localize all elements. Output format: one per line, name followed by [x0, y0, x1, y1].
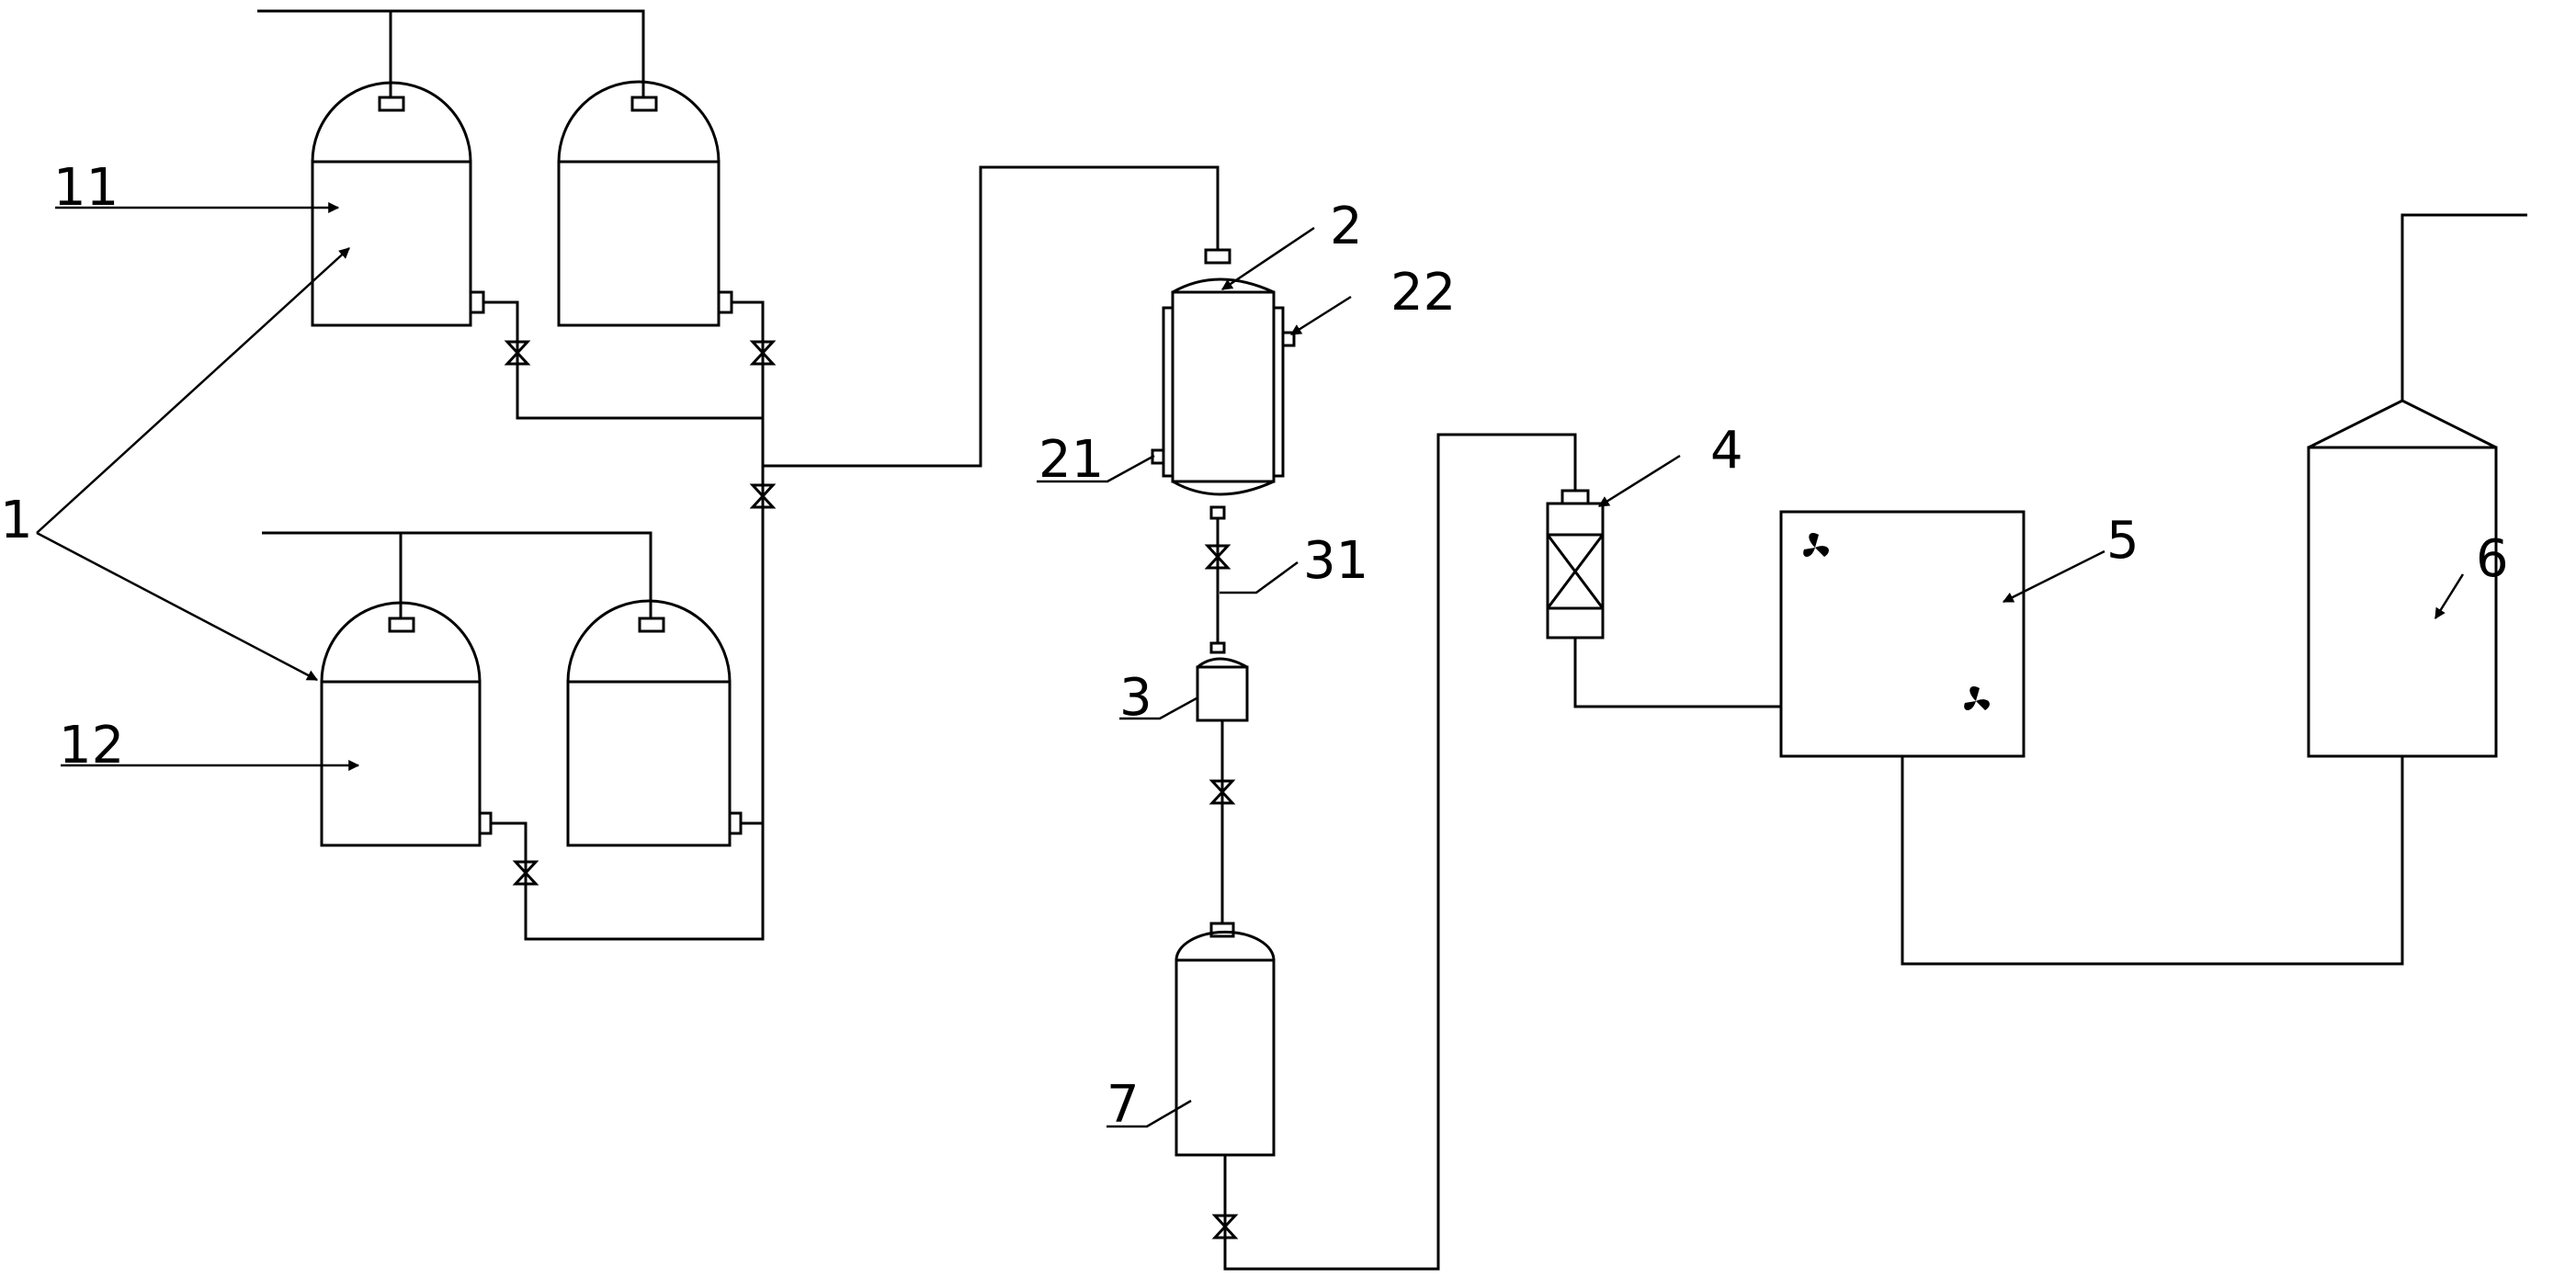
label-5: 5 — [2106, 511, 2139, 571]
label-22: 22 — [1390, 263, 1456, 323]
storage-tank — [311, 81, 472, 327]
packed-column-4 — [1546, 489, 1605, 640]
settling-tank-6 — [2307, 213, 2527, 758]
top-feed-pipe-11 — [257, 9, 645, 97]
storage-tank — [566, 599, 732, 847]
tank-group-12 — [262, 531, 763, 886]
label-6: 6 — [2476, 529, 2509, 589]
mixing-tank-5 — [1779, 510, 2026, 758]
outlet-nozzle — [478, 811, 493, 835]
fan-icon — [1803, 532, 1829, 557]
label-11: 11 — [53, 158, 119, 218]
label-7: 7 — [1106, 1075, 1140, 1135]
receiver-vessel-3 — [1196, 641, 1249, 722]
inlet-nozzle — [388, 617, 415, 633]
collector-pipe — [491, 300, 765, 941]
outlet-nozzle — [717, 290, 733, 314]
pipe-4-to-5 — [1573, 638, 1781, 708]
inlet-nozzle — [630, 96, 658, 112]
jacket-outlet-nozzle — [1281, 331, 1296, 347]
label-12: 12 — [59, 716, 124, 775]
storage-vessel-7 — [1175, 922, 1276, 1157]
label-31: 31 — [1303, 531, 1368, 591]
fan-icon — [1964, 685, 1990, 710]
jacketed-reactor-2 — [1151, 248, 1296, 520]
feed-pipe-to-reactor — [763, 165, 1220, 468]
tank-outlet-pipe — [483, 300, 763, 420]
label-2: 2 — [1330, 197, 1363, 256]
tank-outlet-pipe — [491, 821, 528, 864]
inlet-nozzle — [1204, 248, 1231, 265]
pipe-5-to-6 — [1901, 756, 2404, 966]
pipe-7-to-4 — [1223, 433, 1577, 1271]
outlet-nozzle — [469, 290, 485, 314]
label-3: 3 — [1119, 668, 1152, 728]
leader-lines — [36, 202, 2465, 1128]
inlet-nozzle — [378, 96, 405, 112]
outlet-nozzle — [1209, 505, 1226, 520]
label-21: 21 — [1038, 430, 1104, 490]
storage-tank — [557, 80, 721, 327]
tank-group-11 — [257, 9, 775, 941]
top-feed-pipe-12 — [262, 531, 653, 618]
vent-pipe — [2400, 213, 2527, 401]
label-1: 1 — [0, 491, 33, 550]
outlet-nozzle — [728, 811, 743, 835]
label-4: 4 — [1710, 421, 1743, 481]
inlet-nozzle — [638, 617, 665, 633]
storage-tank — [320, 601, 482, 847]
